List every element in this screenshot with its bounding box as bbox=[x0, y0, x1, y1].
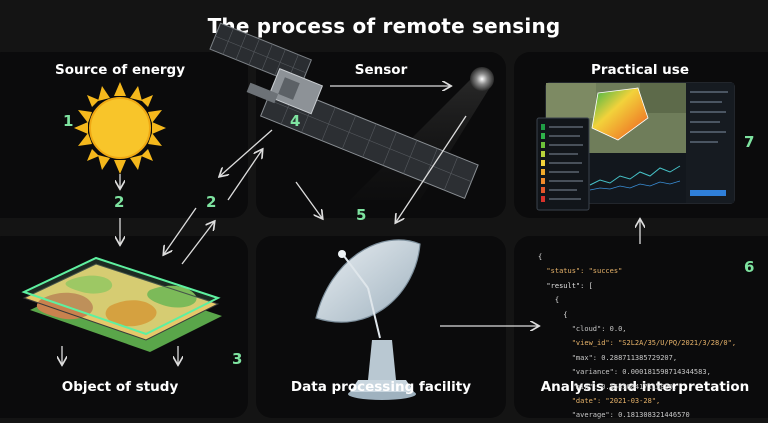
arrow-satellite-to-facility bbox=[295, 181, 322, 218]
code-line: { bbox=[538, 296, 560, 305]
code-line: { bbox=[538, 310, 568, 319]
arrow-sensor-to-source bbox=[220, 129, 273, 176]
panel-title-source: Source of energy bbox=[54, 62, 186, 78]
sensor-beam bbox=[350, 76, 492, 200]
panel-title-analysis: Analysis and interpretation bbox=[540, 379, 750, 395]
step-number-4: 4 bbox=[290, 112, 301, 130]
code-line: "date": "2021-03-28", bbox=[538, 397, 661, 406]
arrow-lamp-to-facility bbox=[396, 115, 467, 222]
sun-icon bbox=[74, 82, 166, 174]
step-number-7: 7 bbox=[744, 133, 755, 151]
satellite-dish-icon bbox=[315, 239, 421, 400]
dashboard-screenshot bbox=[536, 82, 735, 211]
sensor-lamp-icon bbox=[470, 67, 494, 91]
step-number-6: 6 bbox=[744, 258, 755, 276]
code-line: "variance": 0.000181598714344583, bbox=[538, 368, 711, 377]
step-number-2-reflect: 2 bbox=[206, 193, 217, 211]
code-line: "min": 0.154308417115820, bbox=[538, 382, 678, 391]
code-line: { bbox=[538, 253, 543, 261]
code-line: "cloud": 0.0, bbox=[538, 325, 627, 334]
field-map-layer bbox=[21, 256, 222, 352]
panel-title-facility: Data processing facility bbox=[290, 379, 472, 395]
json-result-code: { "status": "succes" "result": [ { { "cl… bbox=[538, 250, 736, 423]
panel-title-sensor: Sensor bbox=[354, 62, 408, 78]
page-title: The process of remote sensing bbox=[207, 14, 561, 38]
diagram-graphics bbox=[21, 22, 735, 400]
step-number-5: 5 bbox=[356, 206, 367, 224]
code-line: "max": 0.288711385729207, bbox=[538, 353, 678, 362]
step-number-2: 2 bbox=[114, 193, 125, 211]
panel-title-practical: Practical use bbox=[591, 62, 689, 78]
step-number-3: 3 bbox=[232, 350, 243, 368]
panel-analysis bbox=[514, 236, 768, 418]
arrow-up-from-object bbox=[181, 222, 214, 265]
code-line: "status": "succes" bbox=[538, 267, 623, 276]
satellite-icon bbox=[209, 22, 479, 200]
code-line: "view_id": "S2L2A/35/U/PQ/2021/3/28/0", bbox=[538, 339, 737, 348]
arrow-source-to-sensor bbox=[227, 150, 262, 201]
code-line: "average": 0.181308321446570 bbox=[538, 411, 690, 420]
panel-title-object: Object of study bbox=[61, 379, 179, 395]
code-line: "result": [ bbox=[538, 281, 593, 290]
arrow-down-to-object bbox=[164, 207, 197, 254]
step-number-1: 1 bbox=[63, 112, 74, 130]
